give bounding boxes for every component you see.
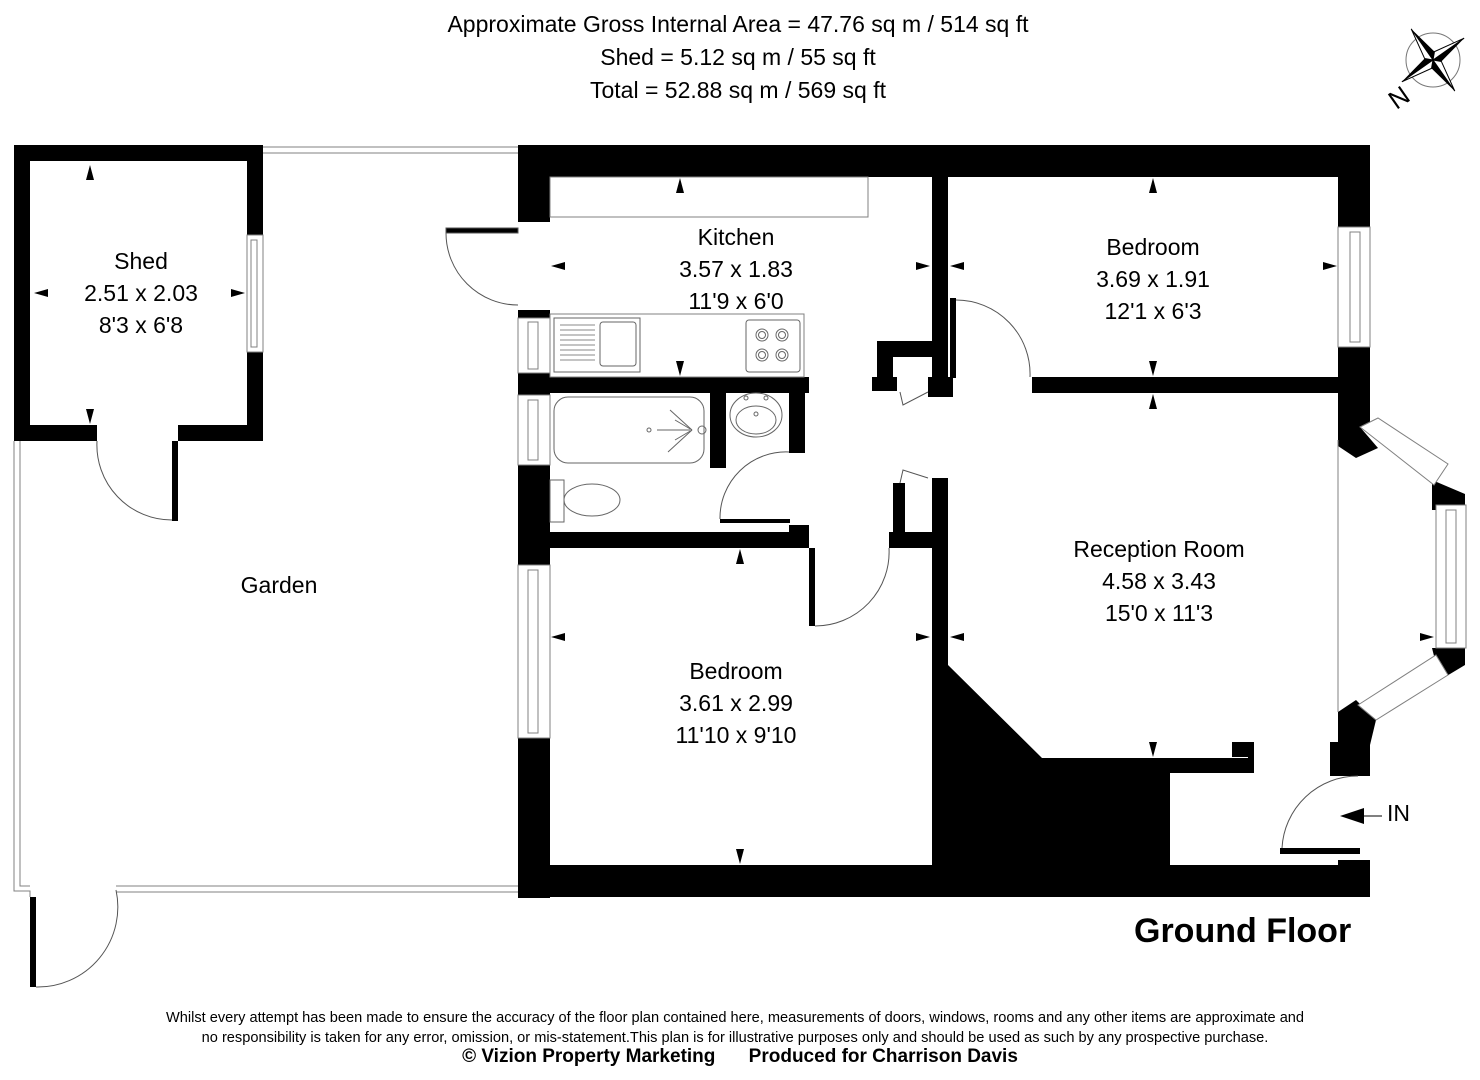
- basin-icon: [729, 392, 783, 438]
- windows: [246, 226, 1467, 739]
- compass-rose-icon: N: [1383, 28, 1465, 112]
- shed-area: Shed = 5.12 sq m / 55 sq ft: [600, 44, 876, 70]
- copyright: © Vizion Property Marketing: [462, 1046, 716, 1067]
- disclaimer: Whilst every attempt has been made to en…: [0, 1008, 1470, 1048]
- total-area: Total = 52.88 sq m / 569 sq ft: [590, 77, 886, 103]
- toilet-icon: [549, 479, 565, 523]
- credits: © Vizion Property Marketing Produced for…: [0, 1046, 1480, 1068]
- room-label-shed: Shed 2.51 x 2.03 8'3 x 6'8: [84, 248, 198, 338]
- door-swings: [96, 227, 1359, 849]
- garden-label: Garden: [240, 572, 318, 598]
- room-label-bedroom-1: Bedroom 3.69 x 1.91 12'1 x 6'3: [1096, 234, 1210, 324]
- entrance-label: IN: [1387, 800, 1410, 826]
- garden-gate: [30, 897, 36, 987]
- room-label-reception-room: Reception Room 4.58 x 3.43 15'0 x 11'3: [1073, 536, 1245, 626]
- walls: [14, 145, 1465, 898]
- kitchen-sink-icon: [553, 317, 641, 373]
- room-label-bedroom-2: Bedroom 3.61 x 2.99 11'10 x 9'10: [675, 658, 797, 748]
- room-label-kitchen: Kitchen 3.57 x 1.83 11'9 x 6'0: [679, 224, 793, 314]
- disclaimer-line-2: no responsibility is taken for any error…: [201, 1030, 1269, 1046]
- garden-gate-swing: [35, 889, 119, 988]
- garden-boundary: [13, 146, 1339, 897]
- floor-title: Ground Floor: [1134, 912, 1352, 950]
- produced-for: Produced for Charrison Davis: [748, 1046, 1018, 1067]
- gross-internal-area: Approximate Gross Internal Area = 47.76 …: [447, 11, 1029, 37]
- disclaimer-line-1: Whilst every attempt has been made to en…: [165, 1010, 1305, 1026]
- fixtures: [549, 317, 801, 523]
- area-summary: Approximate Gross Internal Area = 47.76 …: [0, 8, 1476, 107]
- hob-icon: [745, 319, 801, 373]
- bathtub-icon: [553, 396, 705, 464]
- entrance-arrow-icon: [1340, 808, 1382, 824]
- dimension-arrows: [34, 165, 1434, 864]
